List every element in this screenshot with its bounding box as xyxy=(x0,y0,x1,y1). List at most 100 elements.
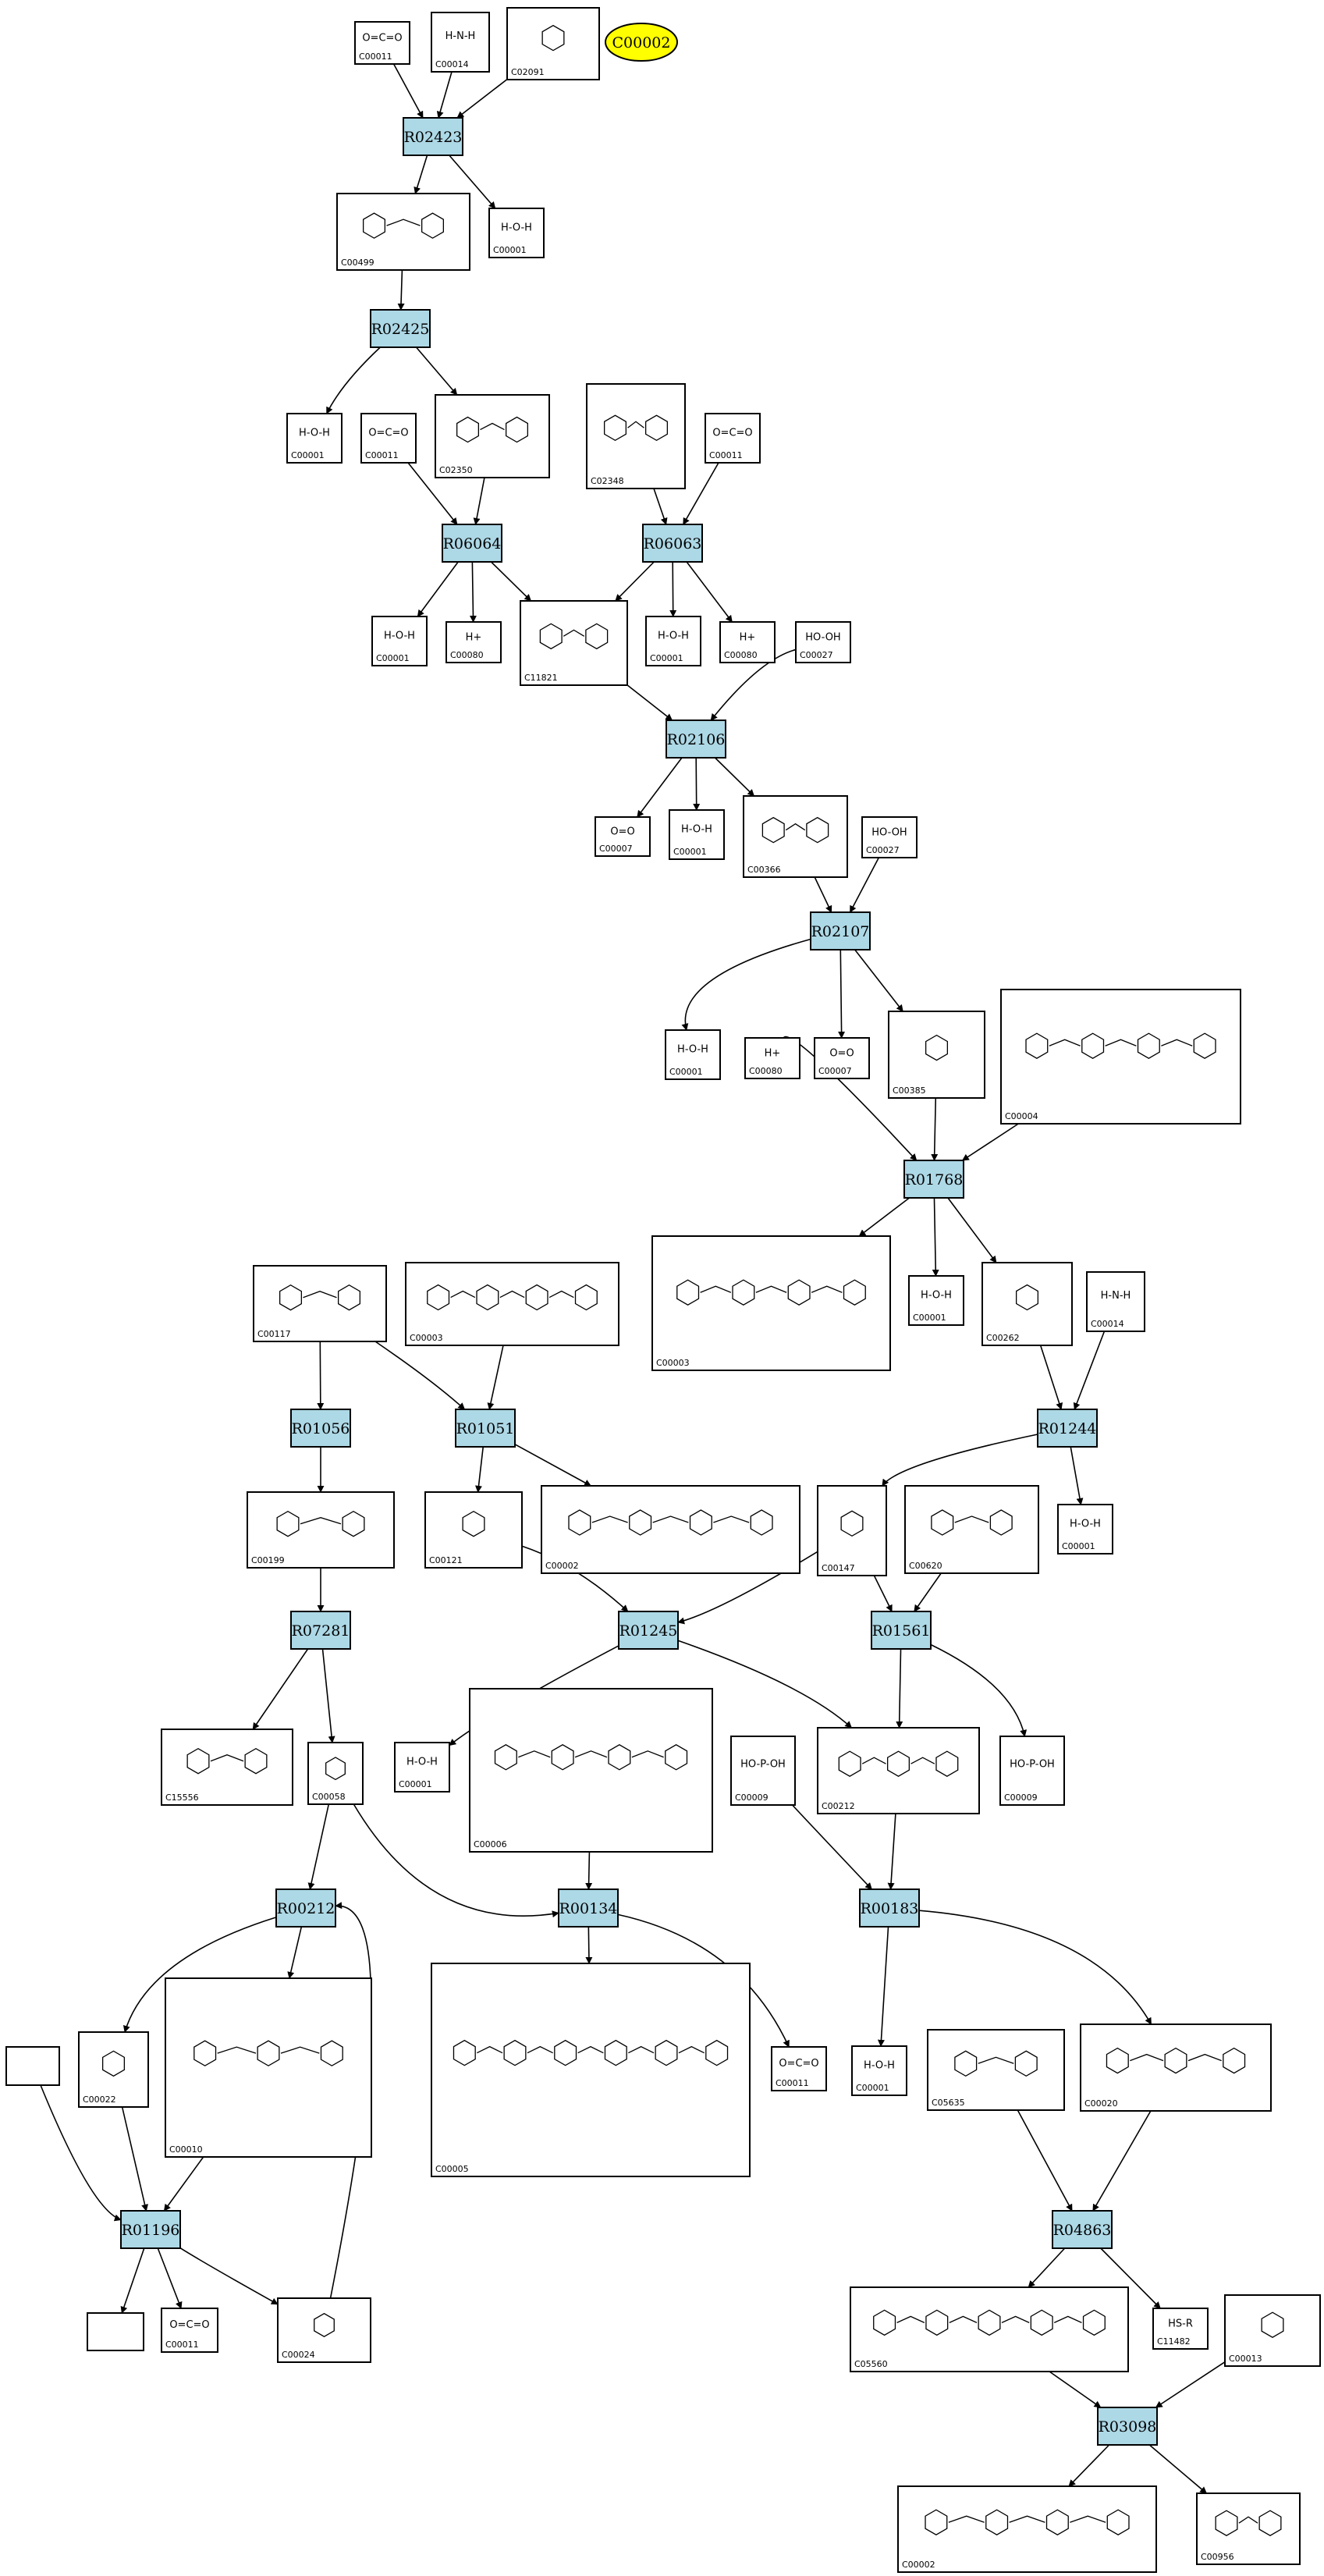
compound-node-c00024[interactable]: C00024 xyxy=(277,2297,371,2363)
reaction-node-r01244[interactable]: R01244 xyxy=(1037,1409,1098,1448)
compound-node-c00117[interactable]: C00117 xyxy=(253,1265,387,1342)
compound-node-c00013[interactable]: C00013 xyxy=(1224,2294,1321,2367)
compound-node-c00002[interactable]: C00002 xyxy=(541,1485,800,1574)
compound-node-c11821[interactable]: C11821 xyxy=(520,600,628,686)
reaction-node-r00212[interactable]: R00212 xyxy=(275,1888,336,1928)
edge-c0385-R01768 xyxy=(931,1097,939,1161)
highlight-compound-node[interactable]: C00002 xyxy=(605,23,678,62)
compound-node-c00199[interactable]: C00199 xyxy=(247,1491,395,1569)
reaction-node-r06063[interactable]: R06063 xyxy=(642,524,703,563)
compound-node-blank[interactable] xyxy=(87,2312,144,2351)
edge-c0058-R00134 xyxy=(353,1803,559,1918)
ring xyxy=(1106,2047,1129,2074)
compound-box xyxy=(286,413,343,464)
compound-node-c00385[interactable]: C00385 xyxy=(888,1011,985,1099)
compound-node-c02091[interactable]: C02091 xyxy=(506,7,600,80)
edge-R06064-c001c xyxy=(417,561,459,617)
edge-R07281-c0058 xyxy=(321,1648,335,1743)
compound-id-label: C00001 xyxy=(399,1779,432,1789)
compound-node-c00058[interactable]: C00058 xyxy=(307,1742,364,1805)
compound-node-c15556[interactable]: C15556 xyxy=(161,1729,293,1806)
reaction-node-r02425[interactable]: R02425 xyxy=(370,309,431,348)
compound-node-c00002[interactable]: C00002 xyxy=(897,2485,1157,2573)
reaction-node-r04863[interactable]: R04863 xyxy=(1052,2210,1113,2249)
ring xyxy=(574,1284,598,1311)
compound-box xyxy=(1000,989,1241,1125)
compound-node-c00080[interactable]: H+C00080 xyxy=(445,621,502,663)
compound-node-c00080[interactable]: H+C00080 xyxy=(744,1037,800,1079)
ring xyxy=(840,1510,864,1537)
compound-node-c00121[interactable]: C00121 xyxy=(424,1491,523,1569)
compound-node-c00005[interactable]: C00005 xyxy=(431,1963,751,2177)
compound-node-c00020[interactable]: C00020 xyxy=(1080,2023,1272,2112)
compound-id-label: C00956 xyxy=(1201,2552,1234,2562)
reaction-label: R02107 xyxy=(811,923,870,940)
reaction-node-r02107[interactable]: R02107 xyxy=(810,911,871,950)
compound-node-c00147[interactable]: C00147 xyxy=(817,1485,887,1576)
compound-node-c00366[interactable]: C00366 xyxy=(743,795,848,878)
reaction-node-r01056[interactable]: R01056 xyxy=(290,1409,351,1448)
compound-node-c05635[interactable]: C05635 xyxy=(927,2029,1065,2111)
ring xyxy=(244,1747,268,1775)
compound-node-c00620[interactable]: C00620 xyxy=(904,1485,1039,1574)
compound-node-c00262[interactable]: C00262 xyxy=(981,1262,1073,1346)
edge-R06064-c11821 xyxy=(490,561,532,602)
reaction-node-r02106[interactable]: R02106 xyxy=(666,720,726,759)
reaction-node-r01561[interactable]: R01561 xyxy=(871,1611,932,1650)
reaction-node-r07281[interactable]: R07281 xyxy=(290,1611,351,1650)
reaction-node-r02423[interactable]: R02423 xyxy=(403,117,463,156)
reaction-node-r01768[interactable]: R01768 xyxy=(903,1160,964,1199)
compound-node-c00956[interactable]: C00956 xyxy=(1196,2493,1301,2565)
compound-node-c00080[interactable]: H+C00080 xyxy=(719,621,776,663)
reaction-node-r00183[interactable]: R00183 xyxy=(859,1888,920,1928)
compound-node-c00004[interactable]: C00004 xyxy=(1000,989,1241,1125)
reaction-node-r01196[interactable]: R01196 xyxy=(120,2210,181,2249)
edge-R02106-c001e xyxy=(693,757,701,811)
reaction-node-r01245[interactable]: R01245 xyxy=(618,1611,679,1650)
edge-c0499-R02425 xyxy=(397,269,405,311)
bond xyxy=(700,1285,732,1293)
compound-node-blank[interactable] xyxy=(5,2046,60,2086)
highlight-label: C00002 xyxy=(612,34,671,52)
compound-node-c05560[interactable]: C05560 xyxy=(850,2286,1129,2372)
molecule-sketch xyxy=(427,1284,598,1311)
reaction-node-r06064[interactable]: R06064 xyxy=(442,524,502,563)
reaction-node-r00134[interactable]: R00134 xyxy=(558,1888,619,1928)
compound-node-c00010[interactable]: C00010 xyxy=(165,1977,372,2158)
reaction-node-r03098[interactable]: R03098 xyxy=(1097,2407,1158,2446)
reaction-node-r01051[interactable]: R01051 xyxy=(455,1409,516,1448)
compound-node-c00499[interactable]: C00499 xyxy=(336,193,470,271)
compound-node-c02348[interactable]: C02348 xyxy=(586,383,686,489)
compound-node-c00022[interactable]: C00022 xyxy=(78,2031,149,2108)
compound-node-c02350[interactable]: C02350 xyxy=(435,394,550,478)
compound-node-c00003[interactable]: C00003 xyxy=(405,1262,619,1346)
compound-node-c00003[interactable]: C00003 xyxy=(651,1235,891,1371)
compound-node-c00006[interactable]: C00006 xyxy=(469,1688,713,1853)
compound-node-c00212[interactable]: C00212 xyxy=(817,1727,980,1814)
